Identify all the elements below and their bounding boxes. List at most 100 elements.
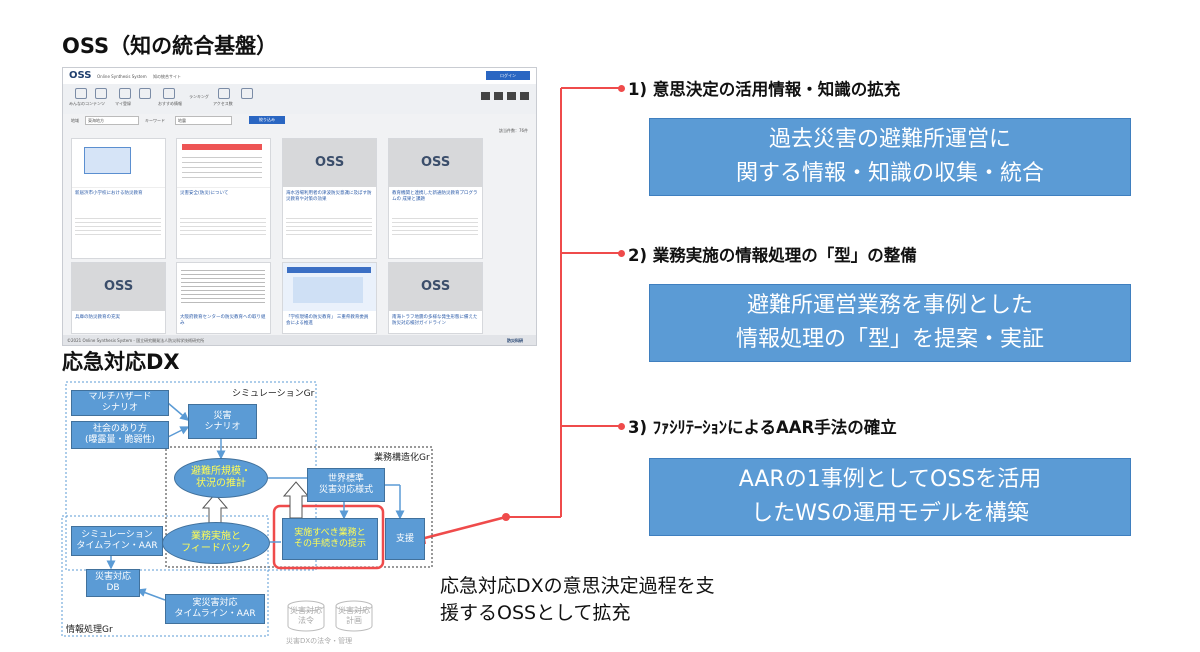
my-content-icon[interactable] [95, 88, 107, 99]
group-label-biz: 業務構造化Gr [374, 453, 430, 463]
toolbar-label-7: アクセス数 [213, 101, 233, 106]
business-feedback-node: 業務実施と フィードバック [162, 522, 270, 564]
card-title[interactable]: 兵庫の防災教育の充実 [75, 315, 120, 320]
disaster-db-box: 災害対応 DB [86, 569, 140, 597]
content-card[interactable]: OSS 海水浴場利用者の津波防災意識に及ぼす防災教育や対策の効果 [282, 138, 377, 259]
dx-caption-line-2: 援するOSSとして拡充 [440, 602, 631, 624]
card-thumbnail [177, 263, 270, 311]
toolbar-label-3: マイ登録 [115, 101, 131, 106]
footer-text: ©2021 Online Synthesis System - 国立研究開発法人… [67, 338, 205, 343]
login-button[interactable]: ログイン [486, 71, 530, 80]
oss-logo: OSS [69, 70, 92, 81]
content-card[interactable]: OSS 教育機関と連携した新通防災教育プログラムの 成果と課題 [388, 138, 483, 259]
oss-thumb-logo: OSS [104, 279, 134, 294]
item-box-1: 過去災害の避難所運営に 関する情報・知識の収集・統合 [649, 118, 1131, 196]
card-text [392, 215, 478, 235]
item-box-1-line-1: 過去災害の避難所運営に [768, 127, 1011, 152]
content-card[interactable]: 「学校現場の防災教育」 三重県教育委員会による推進 [282, 262, 377, 334]
card-thumbnail [72, 139, 165, 188]
keyword-input[interactable]: 地震 [175, 116, 232, 125]
card-title[interactable]: 大阪府教育センターの防災教育への取り組み [180, 315, 266, 326]
content-card[interactable]: 新居浜市小学校における防災教育 [71, 138, 166, 259]
card-title[interactable]: 南海トラフ地震の多様な発生形態に備えた 防災対応検討ガイドライン [392, 315, 478, 326]
content-card[interactable]: OSS 南海トラフ地震の多様な発生形態に備えた 防災対応検討ガイドライン [388, 262, 483, 334]
oss-thumb-logo: OSS [315, 155, 345, 170]
content-card[interactable]: 大阪府教育センターの防災教育への取り組み [176, 262, 271, 334]
disaster-scenario-box: 災害 シナリオ [188, 404, 257, 439]
pin-icon[interactable] [241, 88, 253, 99]
item-box-1-line-2: 関する情報・知識の収集・統合 [735, 161, 1044, 186]
oss-thumb-logo: OSS [421, 279, 451, 294]
tasks-box: 実施すべき業務と その手続きの提示 [282, 518, 378, 560]
card-thumbnail: OSS [389, 263, 482, 311]
footer-logo: 防災科研 [507, 338, 523, 343]
item-label-1: 1) 意思決定の活用情報・知識の拡充 [628, 80, 901, 99]
shelter-estimate-node: 避難所規模・ 状況の推計 [174, 458, 268, 498]
card-thumbnail [177, 139, 270, 188]
item-box-3: AARの1事例としてOSSを活用 したWSの運用モデルを構築 [649, 458, 1131, 536]
sim-timeline-box: シミュレーション タイムライン・AAR [71, 526, 163, 556]
follow-icon[interactable] [139, 88, 151, 99]
card-title[interactable]: 教育機関と連携した新通防災教育プログラムの 成果と課題 [392, 191, 478, 202]
oss-logo-sub: Online Synthesis System [97, 74, 147, 79]
group-label-info: 情報処理Gr [66, 625, 113, 635]
multi-hazard-box: マルチハザード シナリオ [71, 390, 169, 416]
oss-screenshot: OSS Online Synthesis System 知の統合サイト ログイン… [62, 67, 537, 346]
card-thumbnail: OSS [72, 263, 165, 311]
region-input[interactable]: 東海地方 [85, 116, 139, 125]
oss-header: OSS Online Synthesis System 知の統合サイト ログイン [63, 68, 536, 85]
law-note: 災害DXの法令・管理 [286, 637, 353, 645]
item-box-2-line-1: 避難所運営業務を事例とした [746, 293, 1033, 318]
dx-caption-line-1: 応急対応DXの意思決定過程を支 [440, 575, 715, 597]
recommend-icon[interactable] [163, 88, 175, 99]
world-standard-box: 世界標準 災害対応様式 [307, 468, 385, 502]
bullet-dot [618, 250, 625, 257]
card-text [286, 215, 372, 235]
law-cylinder-label: 災害対応 法令 [290, 606, 322, 625]
card-thumbnail: OSS [389, 139, 482, 187]
grid-view-icons[interactable] [481, 92, 531, 100]
plan-cylinder-label: 災害対応 計画 [338, 606, 370, 625]
oss-footer: ©2021 Online Synthesis System - 国立研究開発法人… [63, 335, 536, 345]
dx-caption: 応急対応DXの意思決定過程を支 援するOSSとして拡充 [440, 573, 715, 627]
card-thumbnail [283, 263, 376, 311]
access-icon[interactable] [218, 88, 230, 99]
region-label: 地域 [71, 118, 79, 123]
card-text [180, 215, 266, 235]
card-title[interactable]: 新居浜市小学校における防災教育 [75, 191, 143, 196]
item-box-2: 避難所運営業務を事例とした 情報処理の「型」を提案・実証 [649, 284, 1131, 362]
card-text [75, 215, 161, 235]
support-box: 支援 [385, 518, 425, 560]
group-label-sim: シミュレーションGr [232, 389, 315, 399]
toolbar-label-1: みんなのコンテンツ [69, 101, 105, 106]
real-timeline-box: 実災害対応 タイムライン・AAR [165, 594, 265, 624]
item-box-3-line-1: AARの1事例としてOSSを活用 [738, 467, 1042, 492]
content-card[interactable]: OSS 兵庫の防災教育の充実 [71, 262, 166, 334]
toolbar-label-6: ランキング [189, 94, 209, 99]
card-title[interactable]: 「学校現場の防災教育」 三重県教育委員会による推進 [286, 315, 369, 326]
society-box: 社会のあり方 (曝露量・脆弱性) [71, 421, 169, 449]
oss-site-label: 知の統合サイト [153, 74, 181, 79]
card-title[interactable]: 災害安全(防災)について [180, 191, 229, 196]
item-box-3-line-2: したWSの運用モデルを構築 [751, 501, 1029, 526]
community-icon[interactable] [75, 88, 87, 99]
bullet-dot [618, 85, 625, 92]
result-count: 該当件数：76件 [499, 128, 529, 133]
card-thumbnail: OSS [283, 139, 376, 187]
keyword-label: キーワード [145, 118, 165, 123]
oss-toolbar: みんなのコンテンツ マイ登録 おすすめ情報 ランキング アクセス数 [63, 84, 536, 114]
item-label-3: 3) ﾌｧｼﾘﾃｰｼｮﾝによるAAR手法の確立 [628, 418, 897, 437]
bullet-dot [618, 423, 625, 430]
item-label-2: 2) 業務実施の情報処理の「型」の整備 [628, 246, 917, 265]
toolbar-label-5: おすすめ情報 [158, 101, 182, 106]
dx-title: 応急対応DX [62, 350, 180, 374]
item-box-2-line-2: 情報処理の「型」を提案・実証 [735, 327, 1044, 352]
content-card[interactable]: 災害安全(防災)について [176, 138, 271, 259]
page-title: OSS（知の統合基盤） [62, 34, 278, 58]
filter-button[interactable]: 絞り込み [249, 116, 285, 124]
oss-thumb-logo: OSS [421, 155, 451, 170]
card-title[interactable]: 海水浴場利用者の津波防災意識に及ぼす防災教育や対策の効果 [286, 191, 372, 202]
connector-dot [502, 513, 510, 521]
register-icon[interactable] [119, 88, 131, 99]
